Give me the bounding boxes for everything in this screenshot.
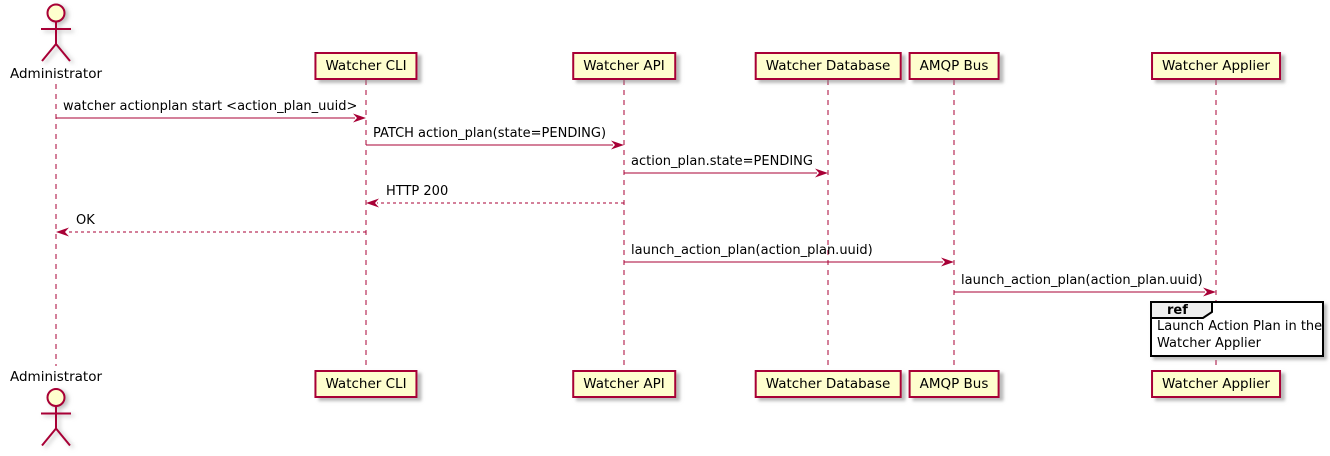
actor-figure-administrator-bottom xyxy=(41,388,71,447)
actor-label-administrator-bottom: Administrator xyxy=(9,369,103,385)
actor-figure-administrator-top xyxy=(41,3,71,62)
message-label-1: PATCH action_plan(state=PENDING) xyxy=(373,126,607,141)
message-arrowhead-4 xyxy=(56,227,69,237)
message-label-4: OK xyxy=(76,213,95,228)
actor-leg-right xyxy=(55,43,71,62)
participant-box-watcher-database-bottom: Watcher Database xyxy=(754,370,902,398)
message-arrowhead-6 xyxy=(1203,287,1216,297)
participant-box-amqp-bus-top: AMQP Bus xyxy=(908,52,1000,80)
actor-leg-right xyxy=(55,427,71,447)
message-arrowhead-3 xyxy=(366,198,379,208)
participant-box-watcher-database-top: Watcher Database xyxy=(754,52,902,80)
message-arrowhead-2 xyxy=(815,168,828,178)
message-label-0: watcher actionplan start <action_plan_uu… xyxy=(63,99,358,114)
message-arrowhead-1 xyxy=(611,140,624,150)
participant-box-watcher-api-bottom: Watcher API xyxy=(572,370,676,398)
message-arrowhead-0 xyxy=(353,113,366,123)
participant-box-watcher-applier-bottom: Watcher Applier xyxy=(1151,370,1281,398)
ref-tab xyxy=(1150,301,1213,319)
actor-head xyxy=(46,3,66,23)
message-label-3: HTTP 200 xyxy=(386,184,449,199)
participant-box-watcher-applier-top: Watcher Applier xyxy=(1151,52,1281,80)
ref-fragment: ref Launch Action Plan in the Watcher Ap… xyxy=(1150,301,1324,357)
actor-leg-left xyxy=(41,43,57,62)
message-arrowhead-5 xyxy=(941,257,954,267)
ref-keyword-label: ref xyxy=(1167,303,1188,318)
ref-text-line: Launch Action Plan in the xyxy=(1157,319,1323,334)
message-label-2: action_plan.state=PENDING xyxy=(631,154,813,169)
participant-box-amqp-bus-bottom: AMQP Bus xyxy=(908,370,1000,398)
ref-text-line: Watcher Applier xyxy=(1157,336,1261,351)
participant-box-watcher-cli-top: Watcher CLI xyxy=(314,52,418,80)
participant-box-watcher-cli-bottom: Watcher CLI xyxy=(314,370,418,398)
participant-box-watcher-api-top: Watcher API xyxy=(572,52,676,80)
ref-text: Launch Action Plan in the Watcher Applie… xyxy=(1157,318,1323,352)
message-label-5: launch_action_plan(action_plan.uuid) xyxy=(631,243,873,258)
message-label-6: launch_action_plan(action_plan.uuid) xyxy=(961,273,1203,288)
actor-label-administrator-top: Administrator xyxy=(9,66,103,82)
actor-head xyxy=(46,388,66,407)
actor-leg-left xyxy=(41,427,57,447)
